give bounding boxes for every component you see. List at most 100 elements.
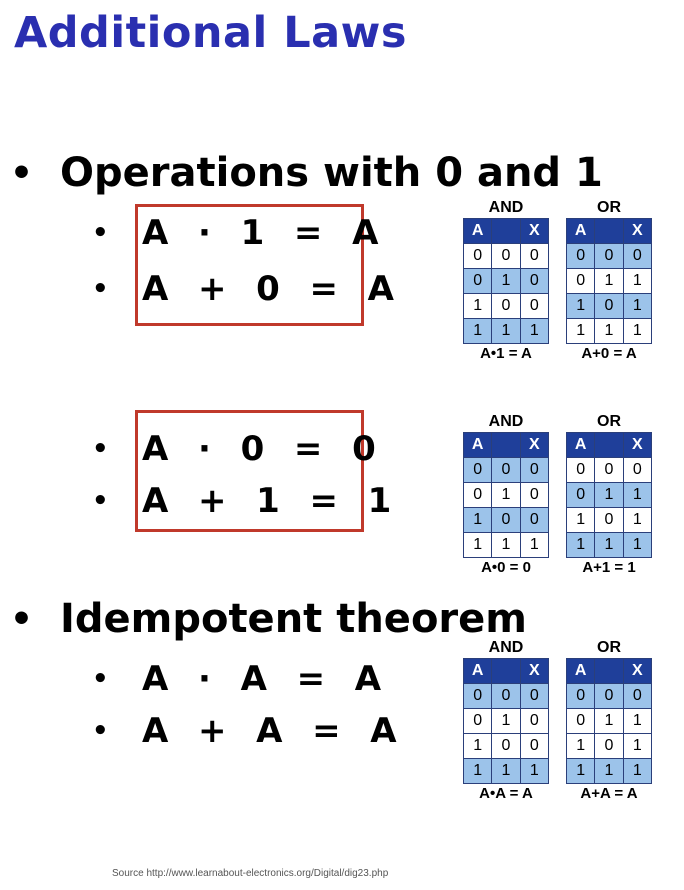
table-cell: 1 xyxy=(565,507,596,533)
table-header-cell: A xyxy=(565,218,596,244)
table-caption: A•0 = 0 xyxy=(481,559,531,576)
table-header-cell: X xyxy=(519,218,550,244)
table-label: OR xyxy=(597,413,621,430)
table-caption: A+1 = 1 xyxy=(582,559,636,576)
section1-heading: Operations with 0 and 1 xyxy=(60,150,603,196)
bullet-operations: • Operations with 0 and 1 xyxy=(10,150,603,196)
table-header-cell: X xyxy=(622,658,653,684)
table-cell: 0 xyxy=(519,243,550,269)
table-cell: 1 xyxy=(622,293,653,319)
table-header-cell: A xyxy=(565,432,596,458)
law-a-plus-a: • A + A = A xyxy=(92,706,399,756)
table-cell: 0 xyxy=(622,457,653,483)
table-cell: 0 xyxy=(462,268,493,294)
table-cell: 0 xyxy=(594,683,624,709)
expression: A · 1 = A xyxy=(142,213,381,253)
expression: A + 1 = 1 xyxy=(142,481,394,521)
table-cell: 0 xyxy=(622,243,653,269)
table-cell: 0 xyxy=(519,683,550,709)
table-cell: 1 xyxy=(462,507,493,533)
identity-box-2 xyxy=(135,410,364,532)
table-cell: 1 xyxy=(565,293,596,319)
law-a-times-a: • A · A = A xyxy=(92,654,383,704)
table-header-cell xyxy=(491,218,521,244)
table-label: AND xyxy=(488,639,524,656)
table-cell: 0 xyxy=(491,683,521,709)
table-header-cell xyxy=(491,658,521,684)
table-cell: 0 xyxy=(594,293,624,319)
table-cell: 1 xyxy=(622,532,653,558)
table-cell: 0 xyxy=(491,507,521,533)
table-header-cell: A xyxy=(565,658,596,684)
table-cell: 1 xyxy=(565,758,596,784)
table-cell: 0 xyxy=(519,293,550,319)
table-cell: 1 xyxy=(565,733,596,759)
table-cell: 0 xyxy=(462,457,493,483)
table-cell: 1 xyxy=(622,708,653,734)
law-a-plus-1: • A + 1 = 1 xyxy=(92,476,393,526)
table-header-cell: X xyxy=(519,432,550,458)
table-cell: 1 xyxy=(622,758,653,784)
section2-heading: Idempotent theorem xyxy=(60,596,527,642)
table-caption: A+0 = A xyxy=(581,345,637,362)
bullet-dot: • xyxy=(92,486,109,516)
bullet-dot: • xyxy=(92,218,109,248)
table-cell: 1 xyxy=(491,318,521,344)
bullet-dot: • xyxy=(92,716,109,746)
table-header-cell: X xyxy=(622,218,653,244)
table-header-cell: X xyxy=(519,658,550,684)
table-cell: 1 xyxy=(594,318,624,344)
table-header-cell xyxy=(594,218,624,244)
bullet-dot: • xyxy=(92,274,109,304)
table-cell: 1 xyxy=(491,482,521,508)
table-cell: 0 xyxy=(462,683,493,709)
table-header-cell: A xyxy=(462,658,493,684)
table-cell: 1 xyxy=(565,532,596,558)
table-label: AND xyxy=(488,199,524,216)
slide-title: Additional Laws xyxy=(14,8,407,58)
table-cell: 0 xyxy=(462,708,493,734)
table-cell: 0 xyxy=(622,683,653,709)
table-cell: 1 xyxy=(519,758,550,784)
table-cell: 0 xyxy=(519,733,550,759)
table-cell: 0 xyxy=(594,243,624,269)
table-cell: 0 xyxy=(519,507,550,533)
table-cell: 1 xyxy=(462,733,493,759)
table-header-cell xyxy=(491,432,521,458)
table-caption: A•A = A xyxy=(479,785,533,802)
table-caption: A•1 = A xyxy=(480,345,532,362)
table-cell: 0 xyxy=(565,708,596,734)
table-cell: 1 xyxy=(462,532,493,558)
table-cell: 0 xyxy=(594,507,624,533)
table-cell: 0 xyxy=(565,268,596,294)
table-cell: 0 xyxy=(491,243,521,269)
table-cell: 0 xyxy=(565,683,596,709)
table-cell: 0 xyxy=(565,457,596,483)
bullet-dot: • xyxy=(92,664,109,694)
table-cell: 1 xyxy=(594,708,624,734)
